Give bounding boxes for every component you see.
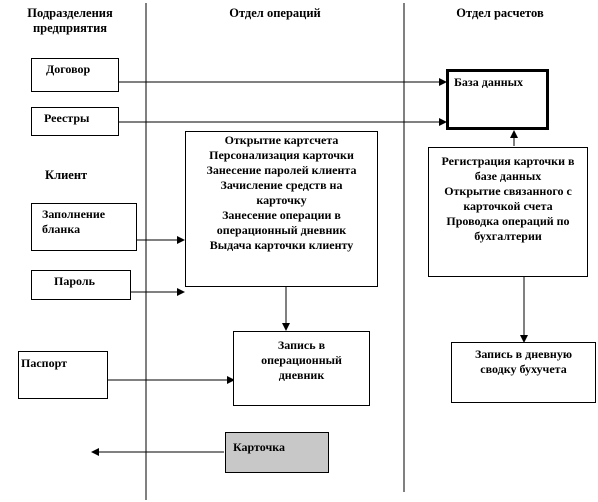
daily-record-label: Запись в дневную сводку бухучета <box>474 347 573 376</box>
settlements-task: Регистрация карточки в базе данных <box>441 154 575 183</box>
form-fill-label: Заполнение бланка <box>42 207 106 236</box>
column-header-operations: Отдел операций <box>229 6 321 20</box>
contract-label: Договор <box>46 62 91 76</box>
password-label: Пароль <box>54 274 95 288</box>
passport-label: Паспорт <box>21 356 67 370</box>
operations-task: Зачисление средств на карточку <box>220 178 343 207</box>
settlements-task: Проводка операций по бухгалтерии <box>446 214 570 243</box>
password-box: Пароль <box>31 270 131 300</box>
database-box: База данных <box>446 69 549 130</box>
passport-box: Паспорт <box>18 351 108 399</box>
form-fill-box: Заполнение бланка <box>31 203 137 251</box>
daily-record-box: Запись в дневную сводку бухучета <box>451 342 596 403</box>
contract-box: Договор <box>31 58 119 92</box>
client-label: Клиент <box>45 168 88 182</box>
card-box: Карточка <box>225 432 329 473</box>
database-label: База данных <box>454 75 524 89</box>
journal-box: Запись в операционный дневник <box>233 331 370 406</box>
registers-box: Реестры <box>31 107 119 136</box>
operations-tasks-box: Открытие картсчета Персонализация карточ… <box>185 131 378 287</box>
journal-label: Запись в операционный дневник <box>261 338 342 382</box>
operations-task: Выдача карточки клиенту <box>209 238 354 252</box>
operations-task: Персонализация карточки <box>209 148 354 162</box>
column-header-departments: Подразделения предприятия <box>27 6 113 35</box>
settlements-task: Открытие связанного с карточкой счета <box>444 184 572 213</box>
operations-task: Занесение паролей клиента <box>206 163 357 177</box>
settlements-tasks-box: Регистрация карточки в базе данных Откры… <box>428 147 588 277</box>
operations-task: Открытие картсчета <box>224 133 339 147</box>
column-header-settlements: Отдел расчетов <box>456 6 544 20</box>
operations-task: Занесение операции в операционный дневни… <box>216 208 347 237</box>
registers-label: Реестры <box>44 111 90 125</box>
card-label: Карточка <box>233 440 285 454</box>
